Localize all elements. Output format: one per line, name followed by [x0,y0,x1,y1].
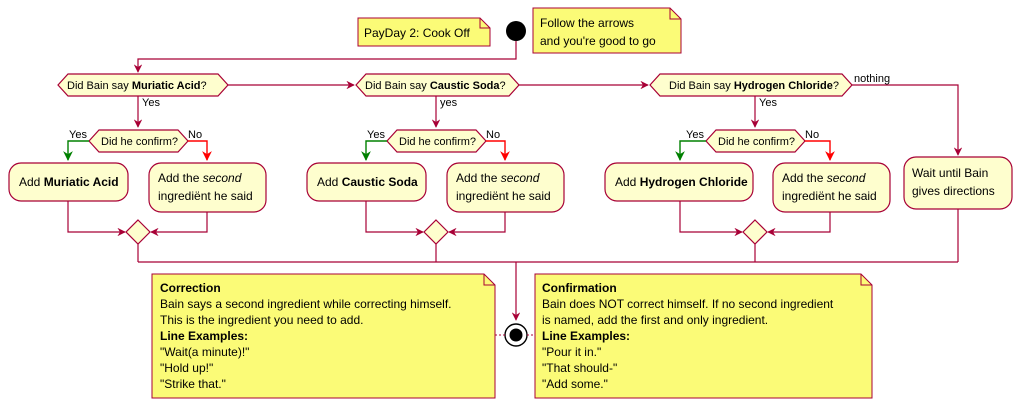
correction-line-1: Bain says a second ingredient while corr… [160,297,451,311]
nothing-label: nothing [854,73,890,85]
second-pre-1: Add the [158,171,203,185]
confirm-decision-3-text: Did he confirm? [718,136,795,148]
svg-text:Did Bain say Caustic Soda?: Did Bain say Caustic Soda? [365,80,506,92]
confirmation-line-2: is named, add the first and only ingredi… [542,313,768,327]
second-line2-2: ingrediënt he said [456,189,551,203]
svg-text:Did Bain say Hydrogen Chloride: Did Bain say Hydrogen Chloride? [669,80,839,92]
column-caustic-soda: yes Did he confirm? Yes No Add Caustic S… [306,96,565,262]
activity-wait: Wait until Bain gives directions [903,156,1013,210]
confirmation-example-1: "Pour it in." [542,345,601,359]
decision-2-ingredient: Caustic Soda [430,80,501,92]
confirm-2-no-label: No [486,129,500,141]
confirmation-examples-title: Line Examples: [542,329,630,343]
second-italic-2: second [501,171,540,185]
activity-add-hydrogen-chloride: Add Hydrogen Chloride [604,162,754,202]
confirm-decision-2-text: Did he confirm? [399,136,476,148]
confirmation-example-3: "Add some." [542,377,608,391]
merge-node-1 [125,219,151,245]
confirmation-note: Confirmation Bain does NOT correct himse… [527,273,873,399]
svg-text:Add Hydrogen Chloride: Add Hydrogen Chloride [615,175,748,189]
title-note-text: PayDay 2: Cook Off [364,26,470,40]
add-ingredient-2: Caustic Soda [342,175,418,189]
decision-1-ingredient: Muriatic Acid [132,80,201,92]
confirmation-example-2: "That should-" [542,361,617,375]
confirm-decision-1: Did he confirm? [88,129,189,153]
decision-3-suffix: ? [833,80,839,92]
second-line2-3: ingrediënt he said [782,189,877,203]
correction-note: Correction Bain says a second ingredient… [151,273,505,399]
add-ingredient-3: Hydrogen Chloride [640,175,748,189]
decision-hydrogen-chloride: Did Bain say Hydrogen Chloride? [649,73,853,97]
wait-line-2: gives directions [912,184,995,198]
edge-nothing [852,84,963,156]
confirm-1-no-edge [188,140,212,161]
svg-text:Add Caustic Soda: Add Caustic Soda [317,175,418,189]
merge-node-3 [742,219,768,245]
second-pre-3: Add the [782,171,827,185]
correction-examples-title: Line Examples: [160,329,248,343]
start-node [506,21,526,41]
start-note-line-1: Follow the arrows [540,16,634,30]
confirm-decision-3: Did he confirm? [705,129,806,153]
svg-text:Add the second: Add the second [158,171,242,185]
confirm-3-no-label: No [805,129,819,141]
decision-3-yes-label: Yes [759,97,777,109]
add-prefix-2: Add [317,175,342,189]
activity-add-second-2: Add the second ingrediënt he said [446,162,565,213]
column-hydrogen-chloride: Yes Did he confirm? Yes No Add Hydrogen … [604,96,891,262]
correction-title: Correction [160,281,221,295]
svg-text:Add the second: Add the second [456,171,540,185]
decision-1-suffix: ? [200,80,206,92]
decision-3-ingredient: Hydrogen Chloride [734,80,833,92]
decision-3-prefix: Did Bain say [669,80,734,92]
svg-text:Add Muriatic Acid: Add Muriatic Acid [19,175,119,189]
decision-muriatic-acid: Did Bain say Muriatic Acid? [57,73,229,97]
decision-caustic-soda: Did Bain say Caustic Soda? [355,73,520,97]
confirm-2-yes-edge [361,140,387,161]
confirm-3-no-edge [805,140,835,161]
confirm-2-no-edge [486,140,510,161]
add-ingredient-1: Muriatic Acid [44,175,119,189]
svg-text:Did Bain say Muriatic Acid?: Did Bain say Muriatic Acid? [67,80,207,92]
confirm-1-no-label: No [188,129,202,141]
wait-line-1: Wait until Bain [912,166,988,180]
second-italic-3: second [827,171,866,185]
activity-add-second-1: Add the second ingrediënt he said [148,162,267,213]
correction-line-2: This is the ingredient you need to add. [160,313,363,327]
end-node [504,323,528,347]
confirm-decision-1-text: Did he confirm? [101,136,178,148]
confirm-decision-2: Did he confirm? [386,129,487,153]
confirm-2-yes-label: Yes [367,129,385,141]
decision-2-suffix: ? [500,80,506,92]
correction-example-1: "Wait(a minute)!" [160,345,249,359]
second-pre-2: Add the [456,171,501,185]
column-muriatic-acid: Yes Did he confirm? Yes No Add Muriatic … [8,96,267,262]
start-note-line-2: and you're good to go [540,34,656,48]
add-prefix-1: Add [19,175,44,189]
add-prefix-3: Add [615,175,640,189]
start-note: Follow the arrows and you're good to go [532,7,682,54]
decision-2-yes-label: yes [440,97,458,109]
decision-2-prefix: Did Bain say [365,80,430,92]
confirm-1-yes-label: Yes [69,129,87,141]
activity-add-second-3: Add the second ingrediënt he said [772,162,891,213]
title-note: PayDay 2: Cook Off [357,17,491,47]
decision-1-yes-label: Yes [142,97,160,109]
confirmation-title: Confirmation [542,281,617,295]
confirmation-line-1: Bain does NOT correct himself. If no sec… [542,297,834,311]
confirm-1-yes-edge [63,140,89,161]
correction-example-3: "Strike that." [160,377,226,391]
correction-example-2: "Hold up!" [160,361,213,375]
confirm-3-yes-edge [675,140,706,161]
activity-add-muriatic-acid: Add Muriatic Acid [8,162,129,202]
second-italic-1: second [203,171,242,185]
start-edge [133,41,517,73]
confirm-3-yes-label: Yes [686,129,704,141]
merge-node-2 [423,219,449,245]
activity-add-caustic-soda: Add Caustic Soda [306,162,427,202]
svg-text:Add the second: Add the second [782,171,866,185]
decision-1-prefix: Did Bain say [67,80,132,92]
second-line2-1: ingrediënt he said [158,189,253,203]
